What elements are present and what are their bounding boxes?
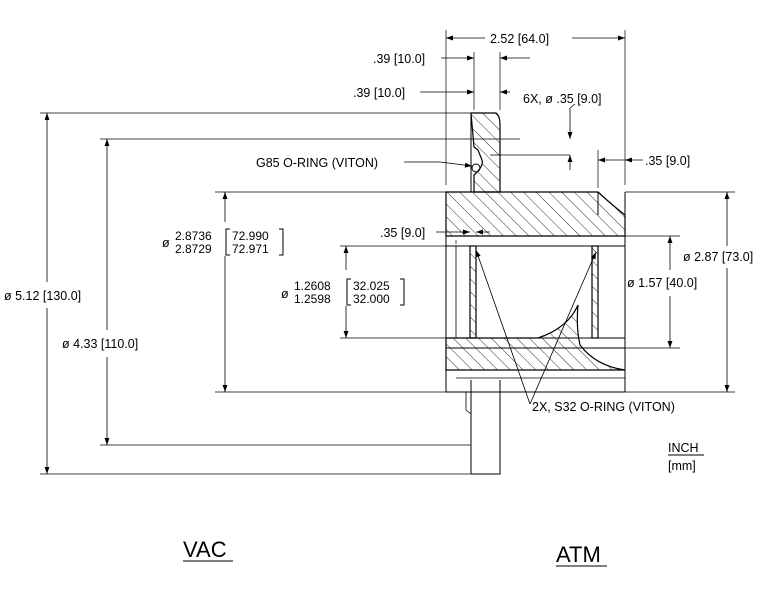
tol-bore-prefix: ø: [281, 287, 289, 301]
dim-overall-length: 2.52 [64.0]: [490, 32, 549, 46]
tol-body-in-min: 2.8729: [175, 242, 212, 256]
dim-flange-od: ø 5.12 [130.0]: [4, 289, 81, 303]
tol-bore-mm-min: 32.000: [353, 292, 390, 306]
label-atm: ATM: [556, 542, 601, 567]
dim-body-od: ø 2.87 [73.0]: [683, 250, 753, 264]
part-outline: [445, 113, 626, 475]
dim-atm-step: .35 [9.0]: [645, 154, 690, 168]
flange-upper-section: [470, 112, 501, 193]
tolerance-bore-fit: ø 1.2608 1.2598 32.025 32.000: [281, 278, 405, 306]
dim-flange-offset-1: .39 [10.0]: [373, 52, 425, 66]
tol-body-mm-min: 72.971: [232, 242, 269, 256]
tol-body-bracket-left: [225, 228, 230, 256]
dim-bolt-circle: ø 4.33 [110.0]: [62, 337, 138, 351]
unit-primary: INCH: [668, 441, 699, 455]
dim-bolt-holes: 6X, ø .35 [9.0]: [523, 92, 602, 106]
tol-bore-bracket-right: [400, 278, 405, 306]
callout-shaft-orings: 2X, S32 O-RING (VITON): [532, 400, 675, 414]
side-labels: VAC ATM: [183, 537, 607, 567]
dim-flange-offset-2: .39 [10.0]: [353, 86, 405, 100]
tol-body-prefix: ø: [162, 236, 170, 250]
tol-bore-in-max: 1.2608: [294, 279, 331, 293]
dimension-lines: [44, 35, 730, 474]
tol-bore-mm-max: 32.025: [353, 279, 390, 293]
tol-body-in-max: 2.8736: [175, 229, 212, 243]
extension-lines: [40, 30, 735, 475]
dim-groove-width: .35 [9.0]: [380, 226, 425, 240]
tol-bore-bracket-left: [346, 278, 351, 306]
dim-bore-atm: ø 1.57 [40.0]: [627, 276, 697, 290]
tolerance-body-fit: ø 2.8736 2.8729 72.990 72.971: [162, 228, 284, 256]
tol-body-bracket-right: [279, 228, 284, 256]
body-lower-wall-section: [445, 304, 626, 371]
g85-oring-symbol: [471, 163, 481, 173]
tol-bore-in-min: 1.2598: [294, 292, 331, 306]
label-vac: VAC: [183, 537, 227, 562]
dimension-labels: 2.52 [64.0] .39 [10.0] .39 [10.0] 6X, ø …: [4, 32, 753, 414]
callout-flange-oring: G85 O-RING (VITON): [256, 156, 378, 170]
unit-secondary: [mm]: [668, 459, 696, 473]
tol-body-mm-max: 72.990: [232, 229, 269, 243]
units-legend: INCH [mm]: [668, 441, 704, 473]
groove-left-section: [469, 245, 477, 339]
